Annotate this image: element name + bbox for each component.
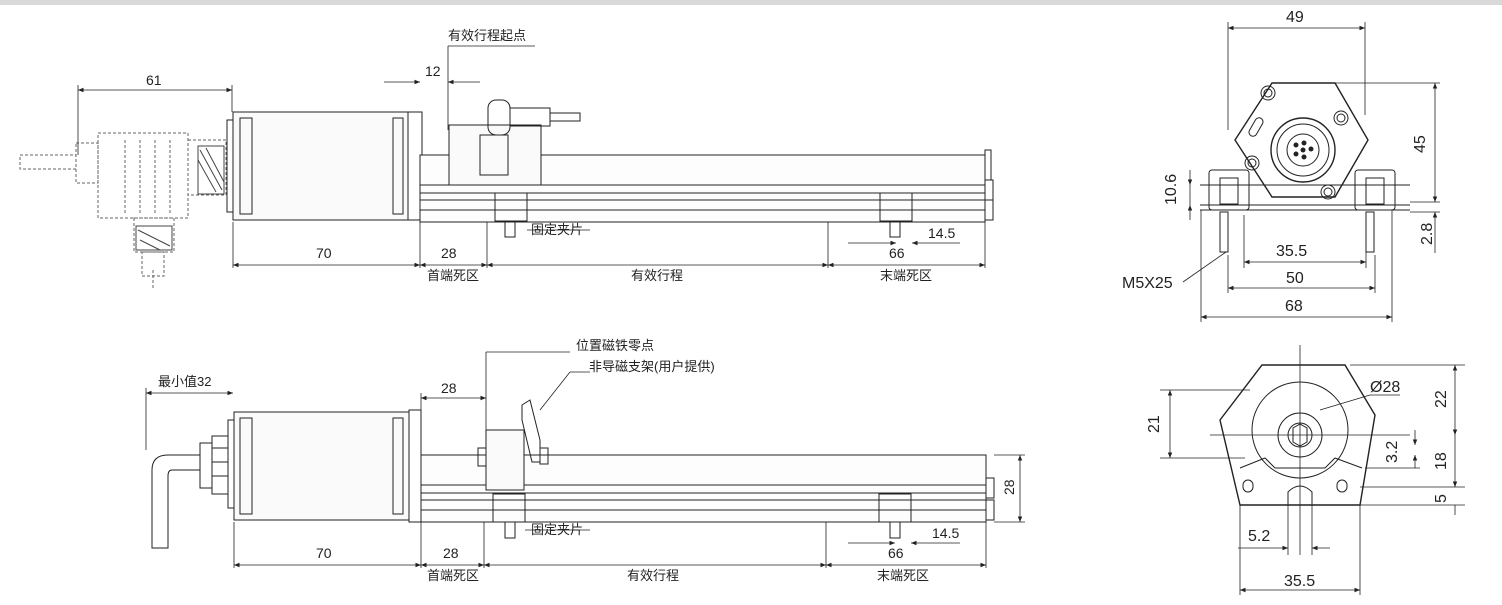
dim-28-right: 28: [1001, 479, 1017, 495]
hexagon-flange: [1234, 82, 1369, 198]
dim-14-5: 14.5: [932, 525, 959, 541]
side-view-top-dims: [77, 45, 986, 268]
label-rear-dead: 末端死区: [880, 268, 932, 283]
dim-66: 66: [888, 545, 904, 561]
label-min: 最小值32: [158, 374, 211, 389]
side-view-bottom: [151, 399, 995, 549]
dim-28-top: 28: [441, 380, 457, 396]
dim-2-8: 2.8: [1419, 223, 1436, 245]
label-stroke-start: 有效行程起点: [448, 28, 526, 43]
dim-10-6: 10.6: [1163, 174, 1180, 205]
label-bracket: 非导磁支架(用户提供): [589, 359, 715, 374]
dim-5: 5: [1433, 494, 1450, 503]
label-clamp: 固定夹片: [531, 222, 583, 237]
connector-thread: [135, 145, 225, 251]
bracket: [521, 399, 541, 463]
sensor-housing: [233, 411, 410, 521]
sensor-housing: [232, 111, 409, 221]
dim-14-5: 14.5: [928, 225, 955, 241]
bolt-hole: [1260, 85, 1276, 101]
dim-61: 61: [146, 72, 162, 88]
dim-35-5: 35.5: [1284, 573, 1315, 590]
dim-28-bottom: 28: [443, 545, 459, 561]
dim-35-5: 35.5: [1276, 243, 1307, 260]
side-view-top: [19, 99, 994, 290]
dim-66: 66: [889, 245, 905, 261]
label-screw: M5X25: [1122, 275, 1173, 292]
magnet-ring: [485, 429, 525, 491]
dim-21: 21: [1146, 415, 1163, 433]
end-view-bottom-dims: [1160, 345, 1465, 595]
label-stroke: 有效行程: [631, 268, 683, 283]
dim-45: 45: [1412, 135, 1429, 153]
magnet-block: [448, 124, 542, 186]
label-front-dead: 首端死区: [427, 268, 479, 283]
end-view-top-text: 49 45 10.6 2.8 35.5 50 68 M5X25: [1122, 9, 1436, 315]
dim-28: 28: [441, 245, 457, 261]
side-view-bottom-text: 位置磁铁零点 非导磁支架(用户提供) 最小值32 28 28 70 28 66 …: [158, 338, 1017, 583]
connector-circle: [1270, 117, 1336, 183]
dim-22: 22: [1433, 390, 1450, 408]
sensor-head: [408, 409, 422, 523]
label-rear-dead: 末端死区: [877, 568, 929, 583]
dim-49: 49: [1286, 9, 1304, 26]
side-view-top-text: 有效行程起点 12 61 70 28 66 14.5 固定夹片 首端死区 有效行…: [146, 28, 955, 283]
dim-70: 70: [316, 245, 332, 261]
label-front-dead: 首端死区: [427, 568, 479, 583]
top-border: [0, 0, 1502, 5]
end-view-top: [1200, 82, 1410, 253]
bolt-hole: [1333, 110, 1349, 126]
dim-18: 18: [1433, 452, 1450, 470]
dim-70: 70: [316, 545, 332, 561]
side-view-bottom-dims: [145, 351, 1025, 568]
end-view-bottom-text: Ø28 22 21 3.2 18 5 5.2 35.5: [1146, 379, 1450, 590]
label-clamp: 固定夹片: [531, 522, 583, 537]
end-view-top-dims: [1182, 22, 1440, 322]
label-magnet-zero: 位置磁铁零点: [576, 338, 654, 353]
label-stroke: 有效行程: [627, 568, 679, 583]
dim-50: 50: [1286, 270, 1304, 287]
connector-dashed: [19, 132, 227, 290]
dim-68: 68: [1285, 298, 1303, 315]
dim-5-2: 5.2: [1248, 528, 1270, 545]
dim-12: 12: [425, 63, 441, 79]
cable-elbow: [151, 454, 201, 549]
dim-dia28: Ø28: [1370, 379, 1400, 396]
dim-3-2: 3.2: [1384, 441, 1401, 463]
bolt-hole: [1244, 155, 1260, 171]
